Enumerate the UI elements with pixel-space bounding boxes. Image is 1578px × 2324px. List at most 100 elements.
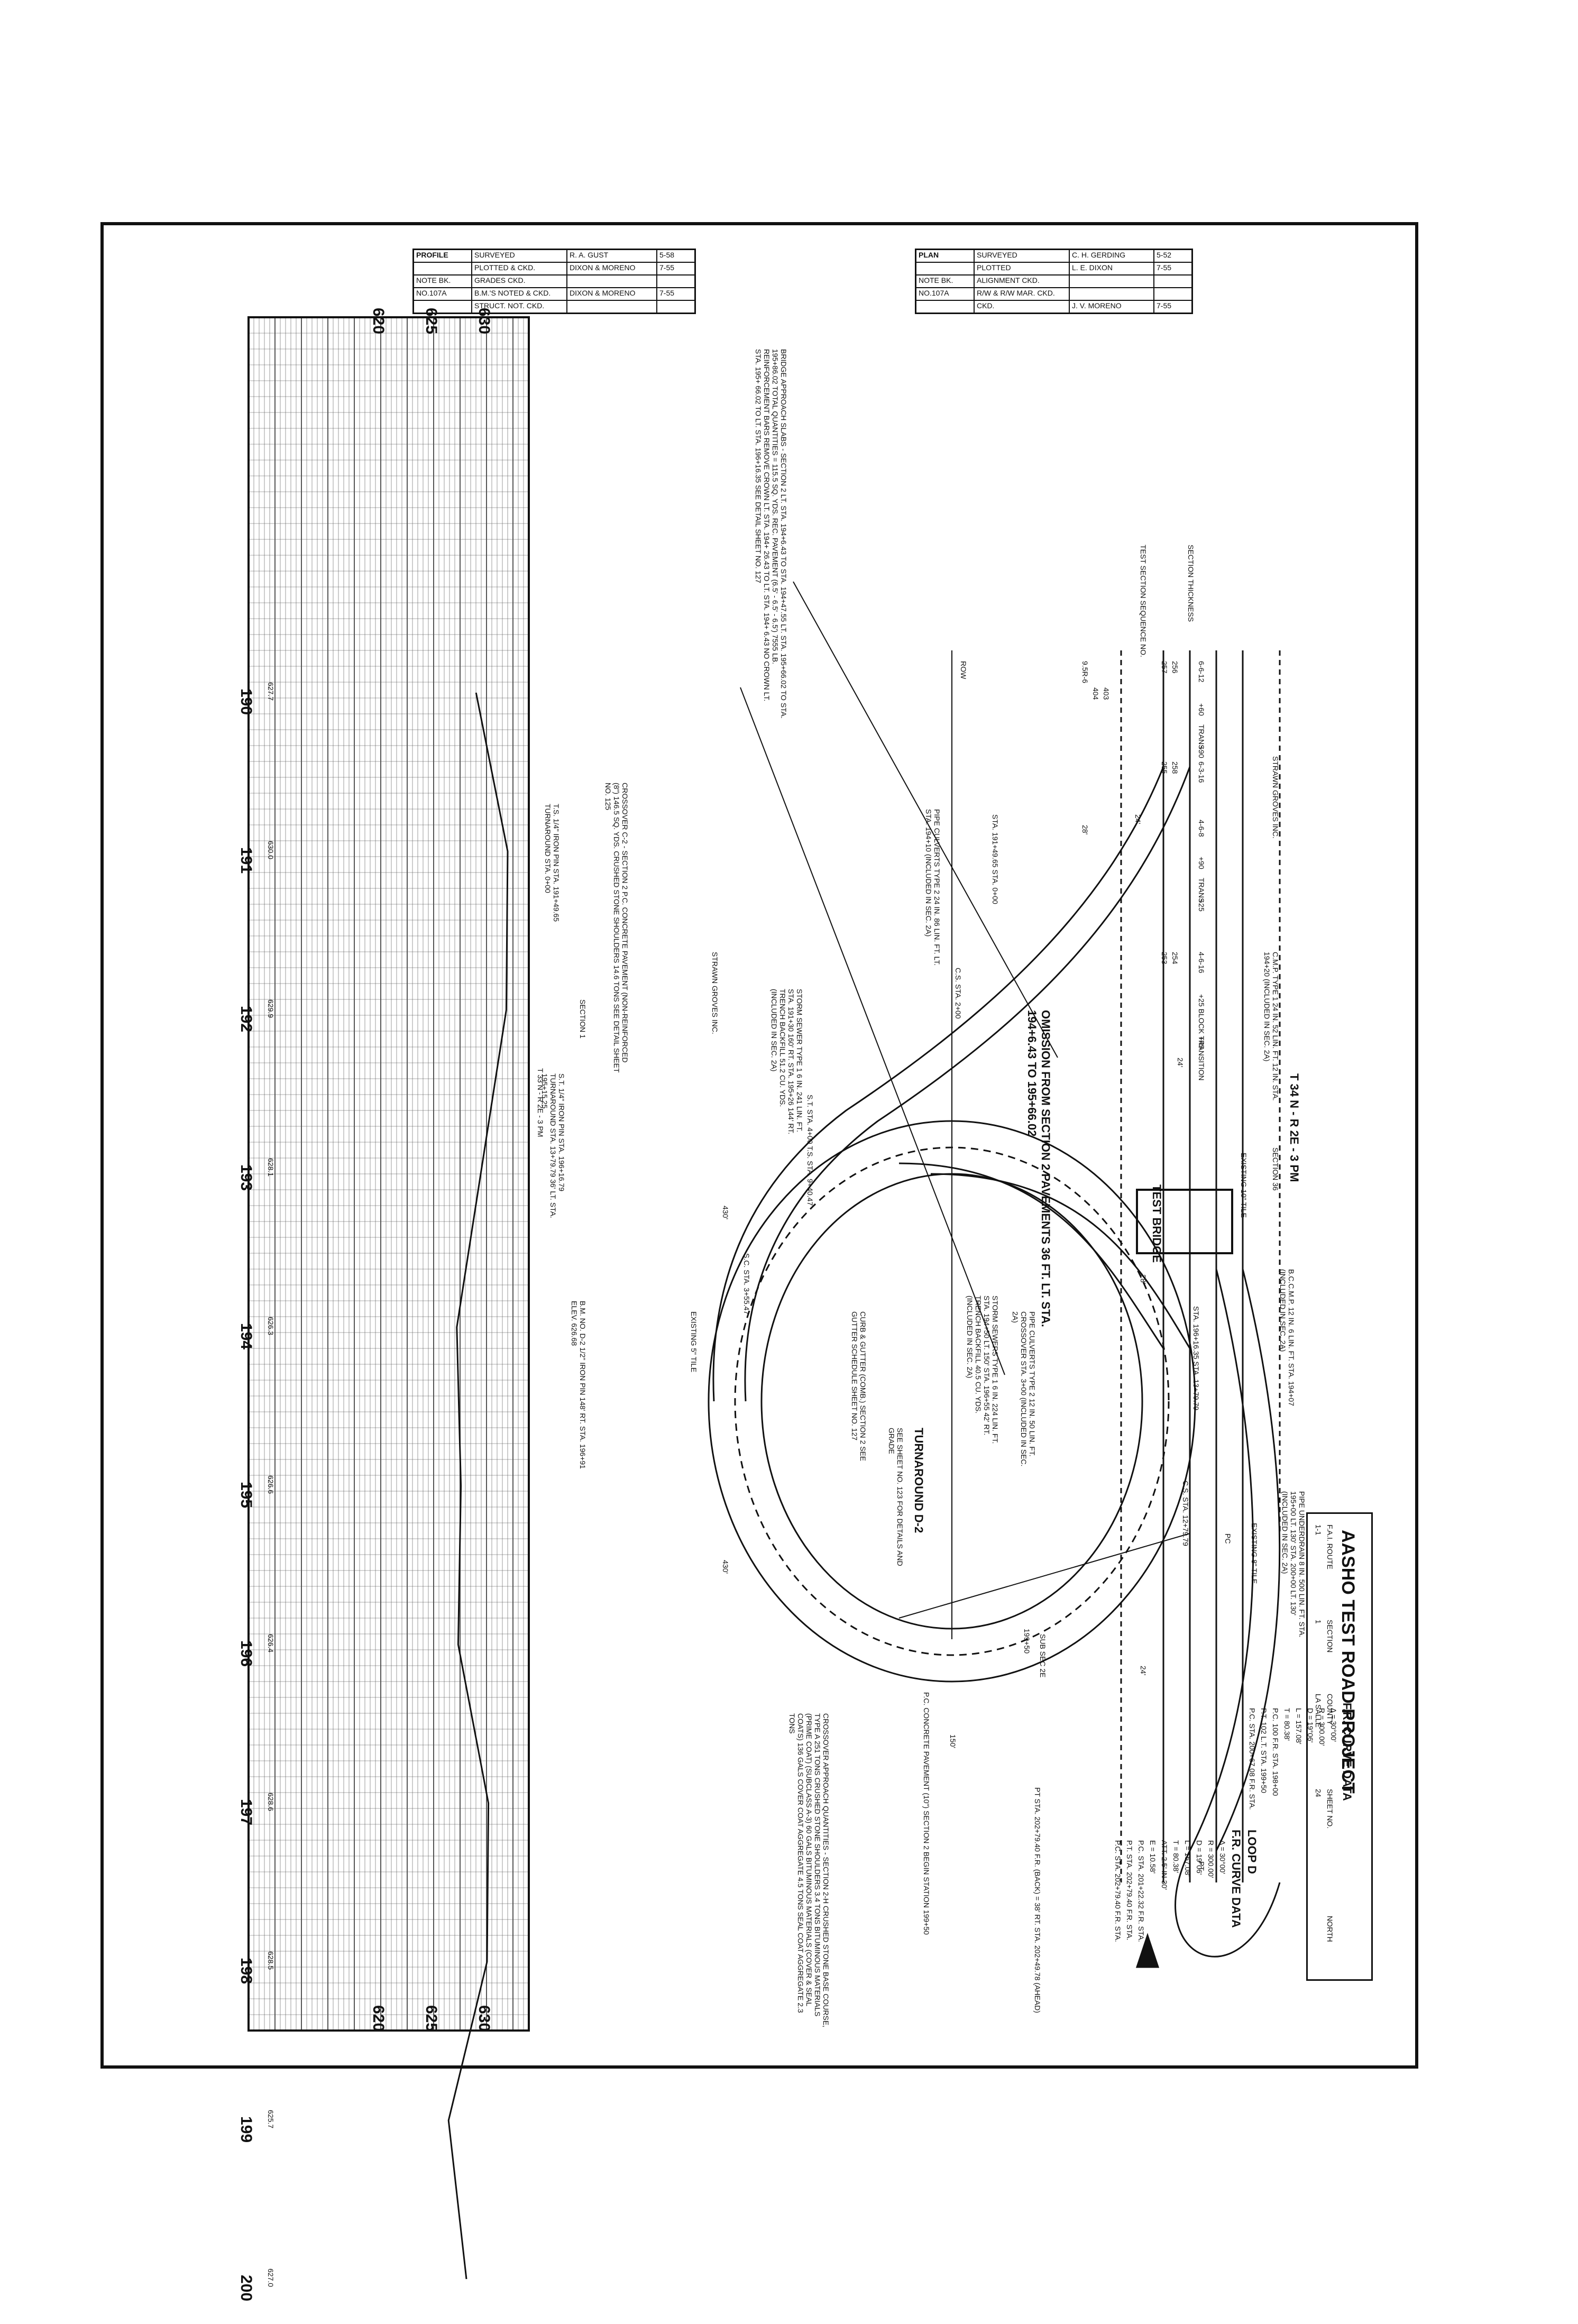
existing-tile-label: EXISTING 8" TILE [1250, 1523, 1259, 1584]
cs-station-label: C.S. STA. 12+79.79 [1181, 1481, 1190, 1546]
loop-curve-value: P.C. STA. 202+79.40 F.R. STA. [1114, 1840, 1122, 1942]
title-row-value: 1 [1314, 1620, 1323, 1624]
title-row-value: 1-1 [1314, 1524, 1323, 1536]
thickness-value: 4-6-16 [1197, 952, 1206, 973]
benchmark-note: B.M. NO. D-2 1/2" IRON PIN 148' RT. STA.… [570, 1301, 587, 1469]
loop-curve-value: Δ = 30°00' [1218, 1840, 1227, 1874]
connector-curve [744, 766, 1191, 1402]
crossover-note: CROSSOVER C-2 - SECTION 2 P.C. CONCRETE … [604, 783, 629, 1073]
profile-elevation-value: 626.3 [267, 1317, 275, 1336]
title-row-label: F.A.I. ROUTE [1326, 1524, 1334, 1569]
dimension-label: 24' [1134, 814, 1142, 824]
elevation-label: 630 [475, 2005, 493, 2032]
st-pin-note: S.T. 1/4" IRON PIN STA. 196+16.79 TURNAR… [540, 1073, 566, 1218]
sequence-value: 258 [1171, 761, 1179, 774]
bccmp-note: B.C.C.M.P. 12 IN. 6 LIN. FT. STA. 194+07… [1279, 1269, 1296, 1406]
thickness-value: 4-6-8 [1197, 820, 1206, 837]
profile-elevation-value: 628.6 [267, 1793, 275, 1812]
pc-label: PC [1224, 1533, 1232, 1544]
dimension-label: 430' [721, 1560, 730, 1574]
st-ts-station-label: S.T. STA. 4+00 T.S. STA. 9+40.47 [806, 1095, 814, 1206]
turnaround-subtitle: SEE SHEET NO. 123 FOR DETAILS AND GRADE [887, 1428, 904, 1566]
plan-header-row-by: L. E. DIXON [1070, 263, 1154, 274]
row-label: ROW [959, 661, 968, 679]
thickness-value: 6-6-12 [1197, 661, 1206, 683]
omission-note: OMISSION FROM SECTION 2 PAVEMENTS 36 FT.… [1025, 1010, 1052, 1327]
loop-curve-value: E = 10.58' [1149, 1840, 1157, 1873]
title-row-label: SHEET NO. [1326, 1789, 1334, 1829]
profile-header-row-by: R. A. GUST [567, 250, 657, 262]
transition-label: +90 [1197, 857, 1206, 869]
loop-curve-value: P.C. STA. 201+22.32 F.R. STA. [1137, 1840, 1145, 1942]
elevation-label: 625 [423, 307, 441, 335]
profile-header-row-date: 5-58 [659, 251, 675, 259]
turnaround-title: TURNAROUND D-2 [912, 1428, 925, 1533]
transition-label: +25 [1197, 899, 1206, 912]
north-arrow [1135, 1933, 1160, 1968]
fr-curve-value: P.C. STA. 200+67.08 F.R. STA. [1248, 1708, 1256, 1810]
loop-curve-value: R = 300.00' [1207, 1840, 1215, 1878]
profile-elevation-value: 629.9 [267, 999, 275, 1018]
sub-sec-label: SUB SEC 2E [1039, 1634, 1047, 1678]
profile-header-row-label: GRADES CKD. [472, 275, 567, 287]
profile-elevation-value: 626.6 [267, 1475, 275, 1494]
sequence-value: 255 [1160, 761, 1169, 774]
loop-subtitle: F.R. CURVE DATA [1230, 1830, 1243, 1928]
loop-curve-value: ATT. 2.5' IN 30' [1160, 1840, 1169, 1890]
station-label: 196 [237, 1640, 255, 1667]
frontage-road [1175, 1269, 1281, 1958]
profile-ground-line [447, 692, 509, 2280]
station-label: 193 [237, 1164, 255, 1191]
plan-header-row-date: 7-55 [1157, 263, 1172, 272]
thickness-value: 9.5R-6 [1081, 661, 1089, 684]
plan-header-row-by: C. H. GERDING [1070, 250, 1154, 262]
plan-header-row-date: 5-52 [1157, 251, 1172, 259]
sequence-value: 404 [1091, 687, 1100, 700]
turnaround-loop-outer [708, 1120, 1196, 1683]
leader-line [740, 687, 1005, 1375]
sc-station-label: S.C. STA. 3+55.47 [742, 1253, 751, 1315]
station-label: 195 [237, 1481, 255, 1509]
fr-curve-value: T = 80.38' [1283, 1708, 1291, 1741]
strawn-groves-label: STRAWN GROVES INC. [711, 952, 719, 1034]
dimension-label: 24' [1176, 1058, 1185, 1068]
connector-curve [898, 1162, 1164, 1349]
plan-header-row-label: PLOTTED [975, 263, 1070, 274]
loop-curve-value: T = 80.38' [1172, 1840, 1180, 1873]
existing-tile-label: EXISTING 10" TILE [1240, 1153, 1248, 1218]
profile-note-bk: NOTE BK. [414, 275, 472, 287]
plan-header-row-date: 7-55 [1157, 301, 1172, 310]
station-label: 192 [237, 1005, 255, 1033]
station-label: 200 [237, 2274, 255, 2302]
title-row-label: SECTION [1326, 1620, 1334, 1653]
curb-gutter-note: CURB & GUTTER (COMB.) SECTION 2 SEE GUTT… [850, 1311, 867, 1462]
profile-header-row-date: 7-55 [659, 289, 675, 297]
fr-curve-value: P.T. 102 L.T. STA. 199+50 [1260, 1708, 1268, 1793]
profile-header-table: PROFILE SURVEYED R. A. GUST 5-58 PLOTTED… [412, 249, 696, 314]
loop-curve-value: L = 157.08' [1184, 1840, 1192, 1877]
sequence-value: 256 [1171, 661, 1179, 674]
section-36-label: SECTION 36 [1271, 1147, 1280, 1191]
loop-curve-value: P.T. STA. 202+79.40 F.R. STA. [1125, 1840, 1134, 1941]
north-label: NORTH [1326, 1916, 1334, 1942]
plan-header-row-label: ALIGNMENT CKD. [975, 275, 1070, 287]
plan-linework [708, 581, 1281, 1968]
profile-header-row-label: STRUCT. NOT. CKD. [472, 301, 567, 313]
profile-elevation-value: 625.7 [267, 2110, 275, 2129]
station-label: 191 [237, 847, 255, 874]
title-row-value: 24 [1314, 1789, 1323, 1797]
pipe-culvert-note: PIPE CULVERTS TYPE 2 24 IN. 86 LIN. FT. … [924, 809, 941, 966]
title-block: AASHO TEST ROAD PROJECT F.A.I. ROUTE SEC… [1306, 1512, 1373, 1981]
plan-note-no: NO.107A [916, 288, 975, 300]
crossover-quantities-note: CROSSOVER APPROACH QUANTITIES - SECTION … [788, 1713, 830, 2028]
test-section-sequence-label: TEST SECTION SEQUENCE NO. [1139, 545, 1148, 657]
test-bridge [1136, 1189, 1233, 1254]
leader-line [793, 581, 1058, 1058]
storm-sewer-note: STORM SEWER TYPE 1 6 IN. 241 LIN. FT. ST… [770, 989, 804, 1135]
transition-label: +60 [1197, 703, 1206, 716]
profile-elevation-value: 630.0 [267, 841, 275, 860]
township-label: T 34 N - R 2E - 3 PM [1288, 1073, 1301, 1182]
profile-grid [247, 316, 530, 2032]
cs-station-label: C.S. STA. 2+00 [954, 968, 962, 1019]
sequence-value: 403 [1102, 687, 1111, 700]
